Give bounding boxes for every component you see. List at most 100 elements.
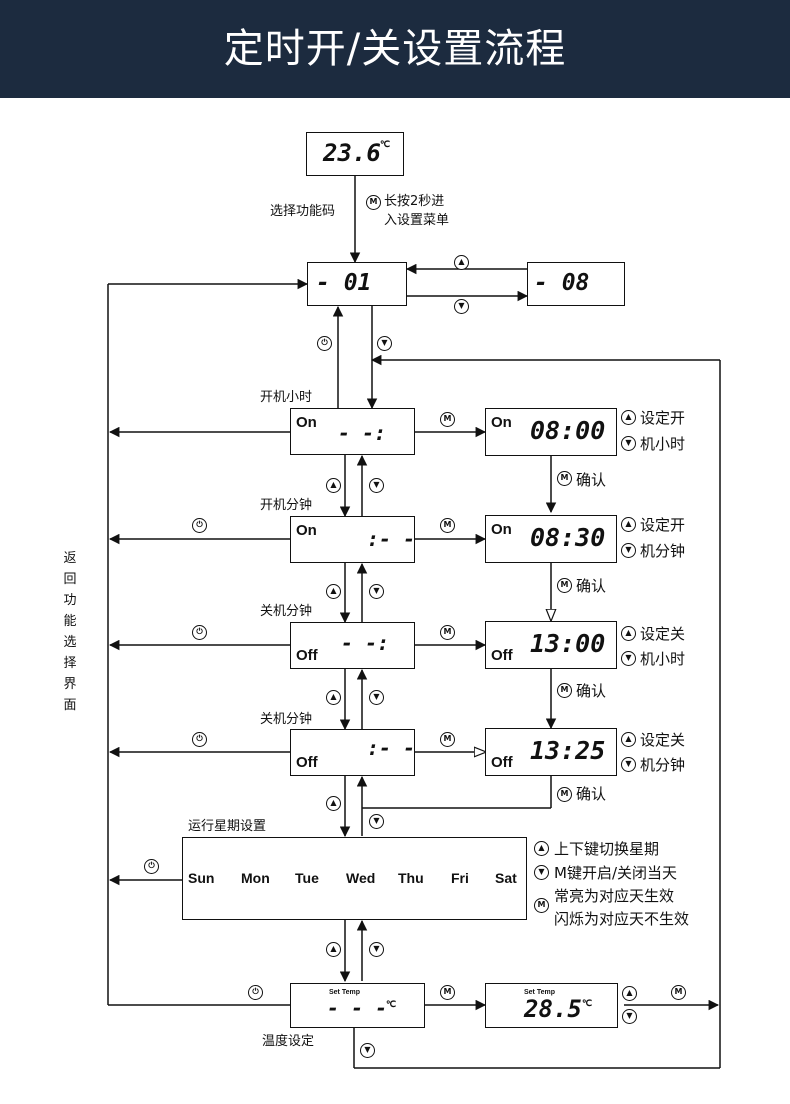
week-note-1: 上下键切换星期	[554, 840, 660, 858]
long-press-label-2: 入设置菜单	[384, 213, 450, 228]
day-thu[interactable]: Thu	[398, 870, 424, 886]
off-min-value: 13:25	[530, 736, 606, 765]
weekday-setting-label: 运行星期设置	[188, 819, 267, 834]
up-arrow-icon[interactable]: ▲	[534, 841, 549, 856]
mode-button-icon[interactable]: M	[557, 471, 572, 486]
code-01-value: - 01	[316, 270, 372, 296]
mode-button-icon[interactable]: M	[440, 625, 455, 640]
down-arrow-icon[interactable]: ▼	[622, 1009, 637, 1024]
down-arrow-icon[interactable]: ▼	[369, 690, 384, 705]
weekday-display: Sun Mon Tue Wed Thu Fri Sat	[182, 837, 527, 920]
up-arrow-icon[interactable]: ▲	[621, 626, 636, 641]
mode-button-icon[interactable]: M	[671, 985, 686, 1000]
day-fri[interactable]: Fri	[451, 870, 469, 886]
mode-button-icon[interactable]: M	[440, 518, 455, 533]
mode-button-icon[interactable]: M	[440, 732, 455, 747]
up-arrow-icon[interactable]: ▲	[621, 517, 636, 532]
up-arrow-icon[interactable]: ▲	[454, 255, 469, 270]
on-hour-blank: - -:	[338, 421, 387, 445]
up-arrow-icon[interactable]: ▲	[326, 584, 341, 599]
off-tag: Off	[296, 647, 318, 664]
power-icon[interactable]: ⏻	[317, 336, 332, 351]
title-banner: 定时开/关设置流程	[0, 0, 790, 98]
settemp-value-display: Set Temp 28.5 ℃	[485, 983, 618, 1028]
day-sat[interactable]: Sat	[495, 870, 517, 886]
on-min-blank-display: On :- -	[290, 516, 415, 563]
down-arrow-icon[interactable]: ▼	[621, 543, 636, 558]
week-note-2: M键开启/关闭当天	[554, 864, 677, 882]
up-arrow-icon[interactable]: ▲	[621, 410, 636, 425]
code-08-value: - 08	[534, 270, 590, 296]
off-hour-value: 13:00	[530, 629, 606, 658]
mode-button-icon[interactable]: M	[534, 898, 549, 913]
day-wed[interactable]: Wed	[346, 870, 376, 886]
day-tue[interactable]: Tue	[295, 870, 319, 886]
long-press-label-1: 长按2秒进	[384, 194, 445, 209]
settemp-blank-display: Set Temp - - - ℃	[290, 983, 425, 1028]
off-hour-set-display: Off 13:00	[485, 621, 617, 669]
set-on-hour-2: 机小时	[640, 435, 686, 453]
up-arrow-icon[interactable]: ▲	[326, 478, 341, 493]
up-arrow-icon[interactable]: ▲	[326, 690, 341, 705]
power-icon[interactable]: ⏻	[192, 625, 207, 640]
home-temp: 23.6	[323, 139, 381, 167]
down-arrow-icon[interactable]: ▼	[621, 757, 636, 772]
down-arrow-icon[interactable]: ▼	[534, 865, 549, 880]
on-tag: On	[296, 522, 317, 539]
down-arrow-icon[interactable]: ▼	[454, 299, 469, 314]
set-off-hour-1: 设定关	[640, 625, 686, 643]
down-arrow-icon[interactable]: ▼	[369, 942, 384, 957]
on-min-set-display: On 08:30	[485, 515, 617, 563]
mode-button-icon[interactable]: M	[557, 578, 572, 593]
week-note-4: 闪烁为对应天不生效	[554, 910, 690, 928]
confirm-label: 确认	[576, 682, 607, 700]
set-temp-tag: Set Temp	[329, 989, 360, 996]
set-off-min-2: 机分钟	[640, 756, 686, 774]
mode-button-icon[interactable]: M	[557, 787, 572, 802]
on-min-value: 08:30	[530, 523, 606, 552]
on-hour-value: 08:00	[530, 416, 606, 445]
off-min-blank: :- -	[367, 736, 416, 760]
power-icon[interactable]: ⏻	[192, 732, 207, 747]
temp-unit: ℃	[582, 998, 593, 1008]
temp-setting-label: 温度设定	[262, 1034, 315, 1049]
down-arrow-icon[interactable]: ▼	[621, 651, 636, 666]
up-arrow-icon[interactable]: ▲	[622, 986, 637, 1001]
on-hour-label: 开机小时	[260, 390, 313, 405]
down-arrow-icon[interactable]: ▼	[369, 584, 384, 599]
set-on-min-1: 设定开	[640, 516, 686, 534]
on-hour-set-display: On 08:00	[485, 408, 617, 456]
mode-button-icon[interactable]: M	[440, 985, 455, 1000]
up-arrow-icon[interactable]: ▲	[326, 796, 341, 811]
flow-lines	[107, 176, 721, 1069]
on-tag: On	[491, 414, 512, 431]
day-sun[interactable]: Sun	[188, 870, 215, 886]
on-min-blank: :- -	[367, 527, 416, 551]
down-arrow-icon[interactable]: ▼	[369, 814, 384, 829]
down-arrow-icon[interactable]: ▼	[360, 1043, 375, 1058]
code-01-display: - 01	[307, 262, 407, 306]
mode-button-icon[interactable]: M	[557, 683, 572, 698]
day-mon[interactable]: Mon	[241, 870, 270, 886]
on-hour-blank-display: On - -:	[290, 408, 415, 455]
off-hour-blank: - -:	[341, 631, 390, 655]
mode-button-icon[interactable]: M	[440, 412, 455, 427]
down-arrow-icon[interactable]: ▼	[621, 436, 636, 451]
off-min-label: 关机分钟	[260, 712, 313, 727]
set-off-hour-2: 机小时	[640, 650, 686, 668]
off-tag: Off	[296, 754, 318, 771]
code-08-display: - 08	[527, 262, 625, 306]
select-code-label: 选择功能码	[270, 204, 336, 219]
power-icon[interactable]: ⏻	[144, 859, 159, 874]
mode-button-icon[interactable]: M	[366, 195, 381, 210]
down-arrow-icon[interactable]: ▼	[369, 478, 384, 493]
off-min-blank-display: Off :- -	[290, 729, 415, 776]
on-tag: On	[296, 414, 317, 431]
up-arrow-icon[interactable]: ▲	[326, 942, 341, 957]
up-arrow-icon[interactable]: ▲	[621, 732, 636, 747]
down-arrow-icon[interactable]: ▼	[377, 336, 392, 351]
power-icon[interactable]: ⏻	[192, 518, 207, 533]
off-tag: Off	[491, 754, 513, 771]
confirm-label: 确认	[576, 471, 607, 489]
power-icon[interactable]: ⏻	[248, 985, 263, 1000]
